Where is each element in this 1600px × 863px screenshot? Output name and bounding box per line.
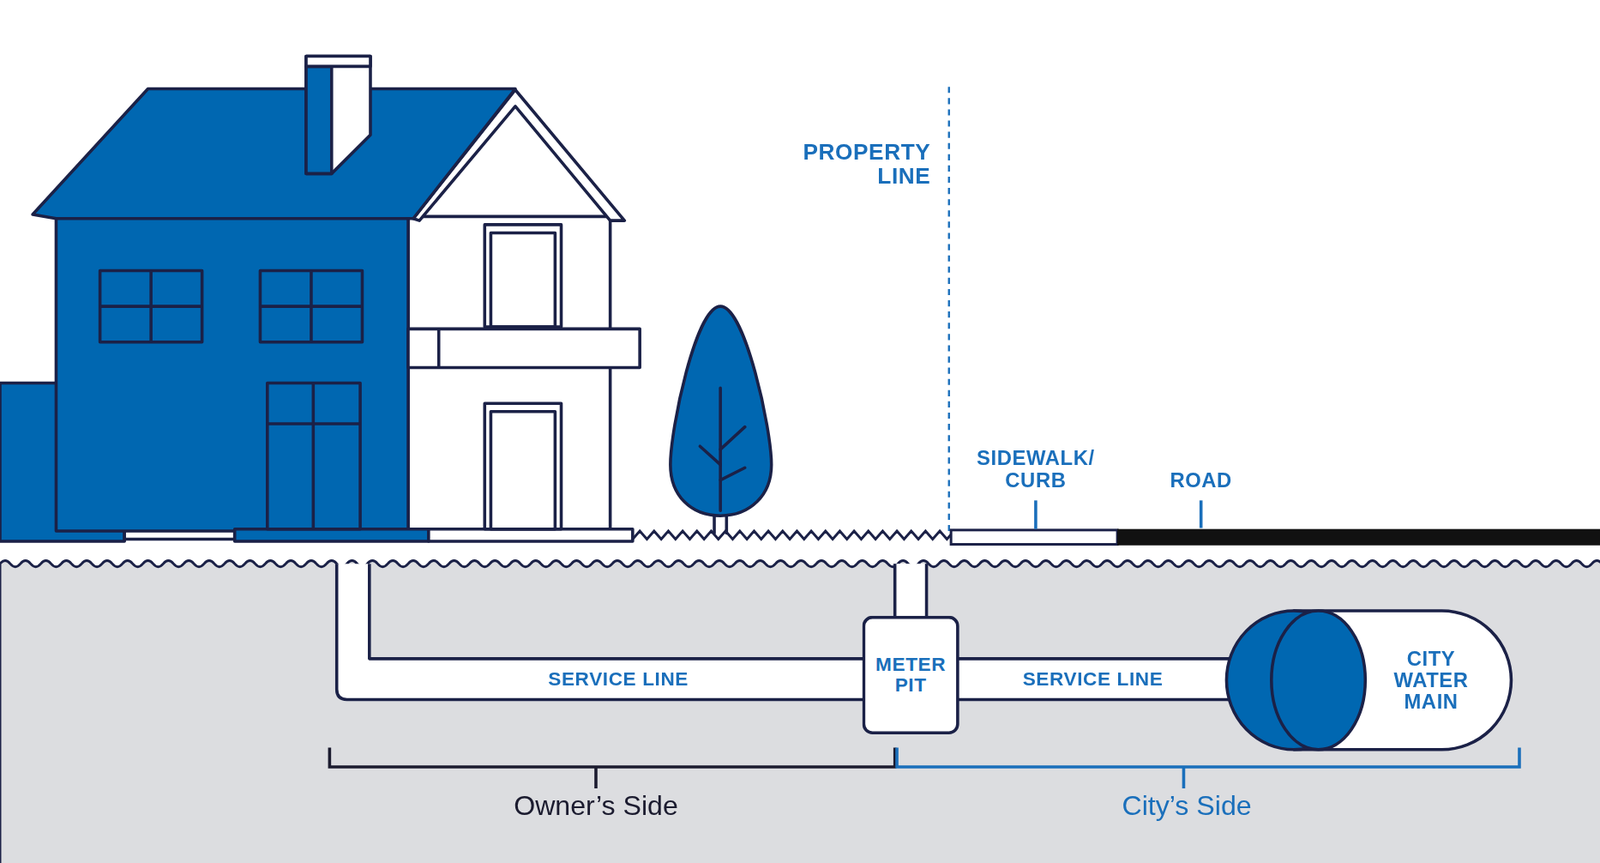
meter-pit-box: METER PIT bbox=[862, 615, 960, 734]
tree bbox=[670, 306, 772, 533]
city-side-label: City’s Side bbox=[1034, 791, 1341, 822]
node-text: METER PIT bbox=[870, 654, 952, 695]
meter-riser bbox=[893, 563, 897, 619]
leader-line bbox=[1034, 499, 1038, 529]
sidewalk-label: SIDEWALK/ CURB bbox=[954, 445, 1118, 491]
city-bracket bbox=[896, 746, 1520, 788]
road bbox=[1117, 529, 1600, 546]
water-main-label: CITY WATER MAIN bbox=[1367, 612, 1496, 747]
node-text: CITY WATER MAIN bbox=[1380, 647, 1483, 712]
lawn bbox=[632, 530, 962, 540]
node-text: SERVICE LINE bbox=[1022, 668, 1164, 690]
leader-line bbox=[1199, 499, 1204, 528]
sidewalk bbox=[950, 529, 1118, 545]
property-line-label: PROPERTY LINE bbox=[798, 139, 932, 190]
owner-bracket bbox=[329, 746, 895, 788]
owner-side-label: Owner’s Side bbox=[442, 791, 749, 822]
service-line-pipe bbox=[336, 563, 868, 699]
node-text: SERVICE LINE bbox=[547, 668, 689, 690]
pipes bbox=[336, 563, 1512, 750]
property-line bbox=[948, 86, 951, 531]
meter-riser bbox=[925, 563, 929, 619]
road-label: ROAD bbox=[1139, 468, 1263, 491]
house bbox=[0, 55, 640, 541]
service-line-band: SERVICE LINE bbox=[369, 659, 868, 698]
service-line-band: SERVICE LINE bbox=[959, 659, 1228, 698]
service-line-pipe bbox=[954, 658, 1240, 700]
ground bbox=[0, 560, 1600, 863]
water-main-end bbox=[1271, 610, 1366, 750]
